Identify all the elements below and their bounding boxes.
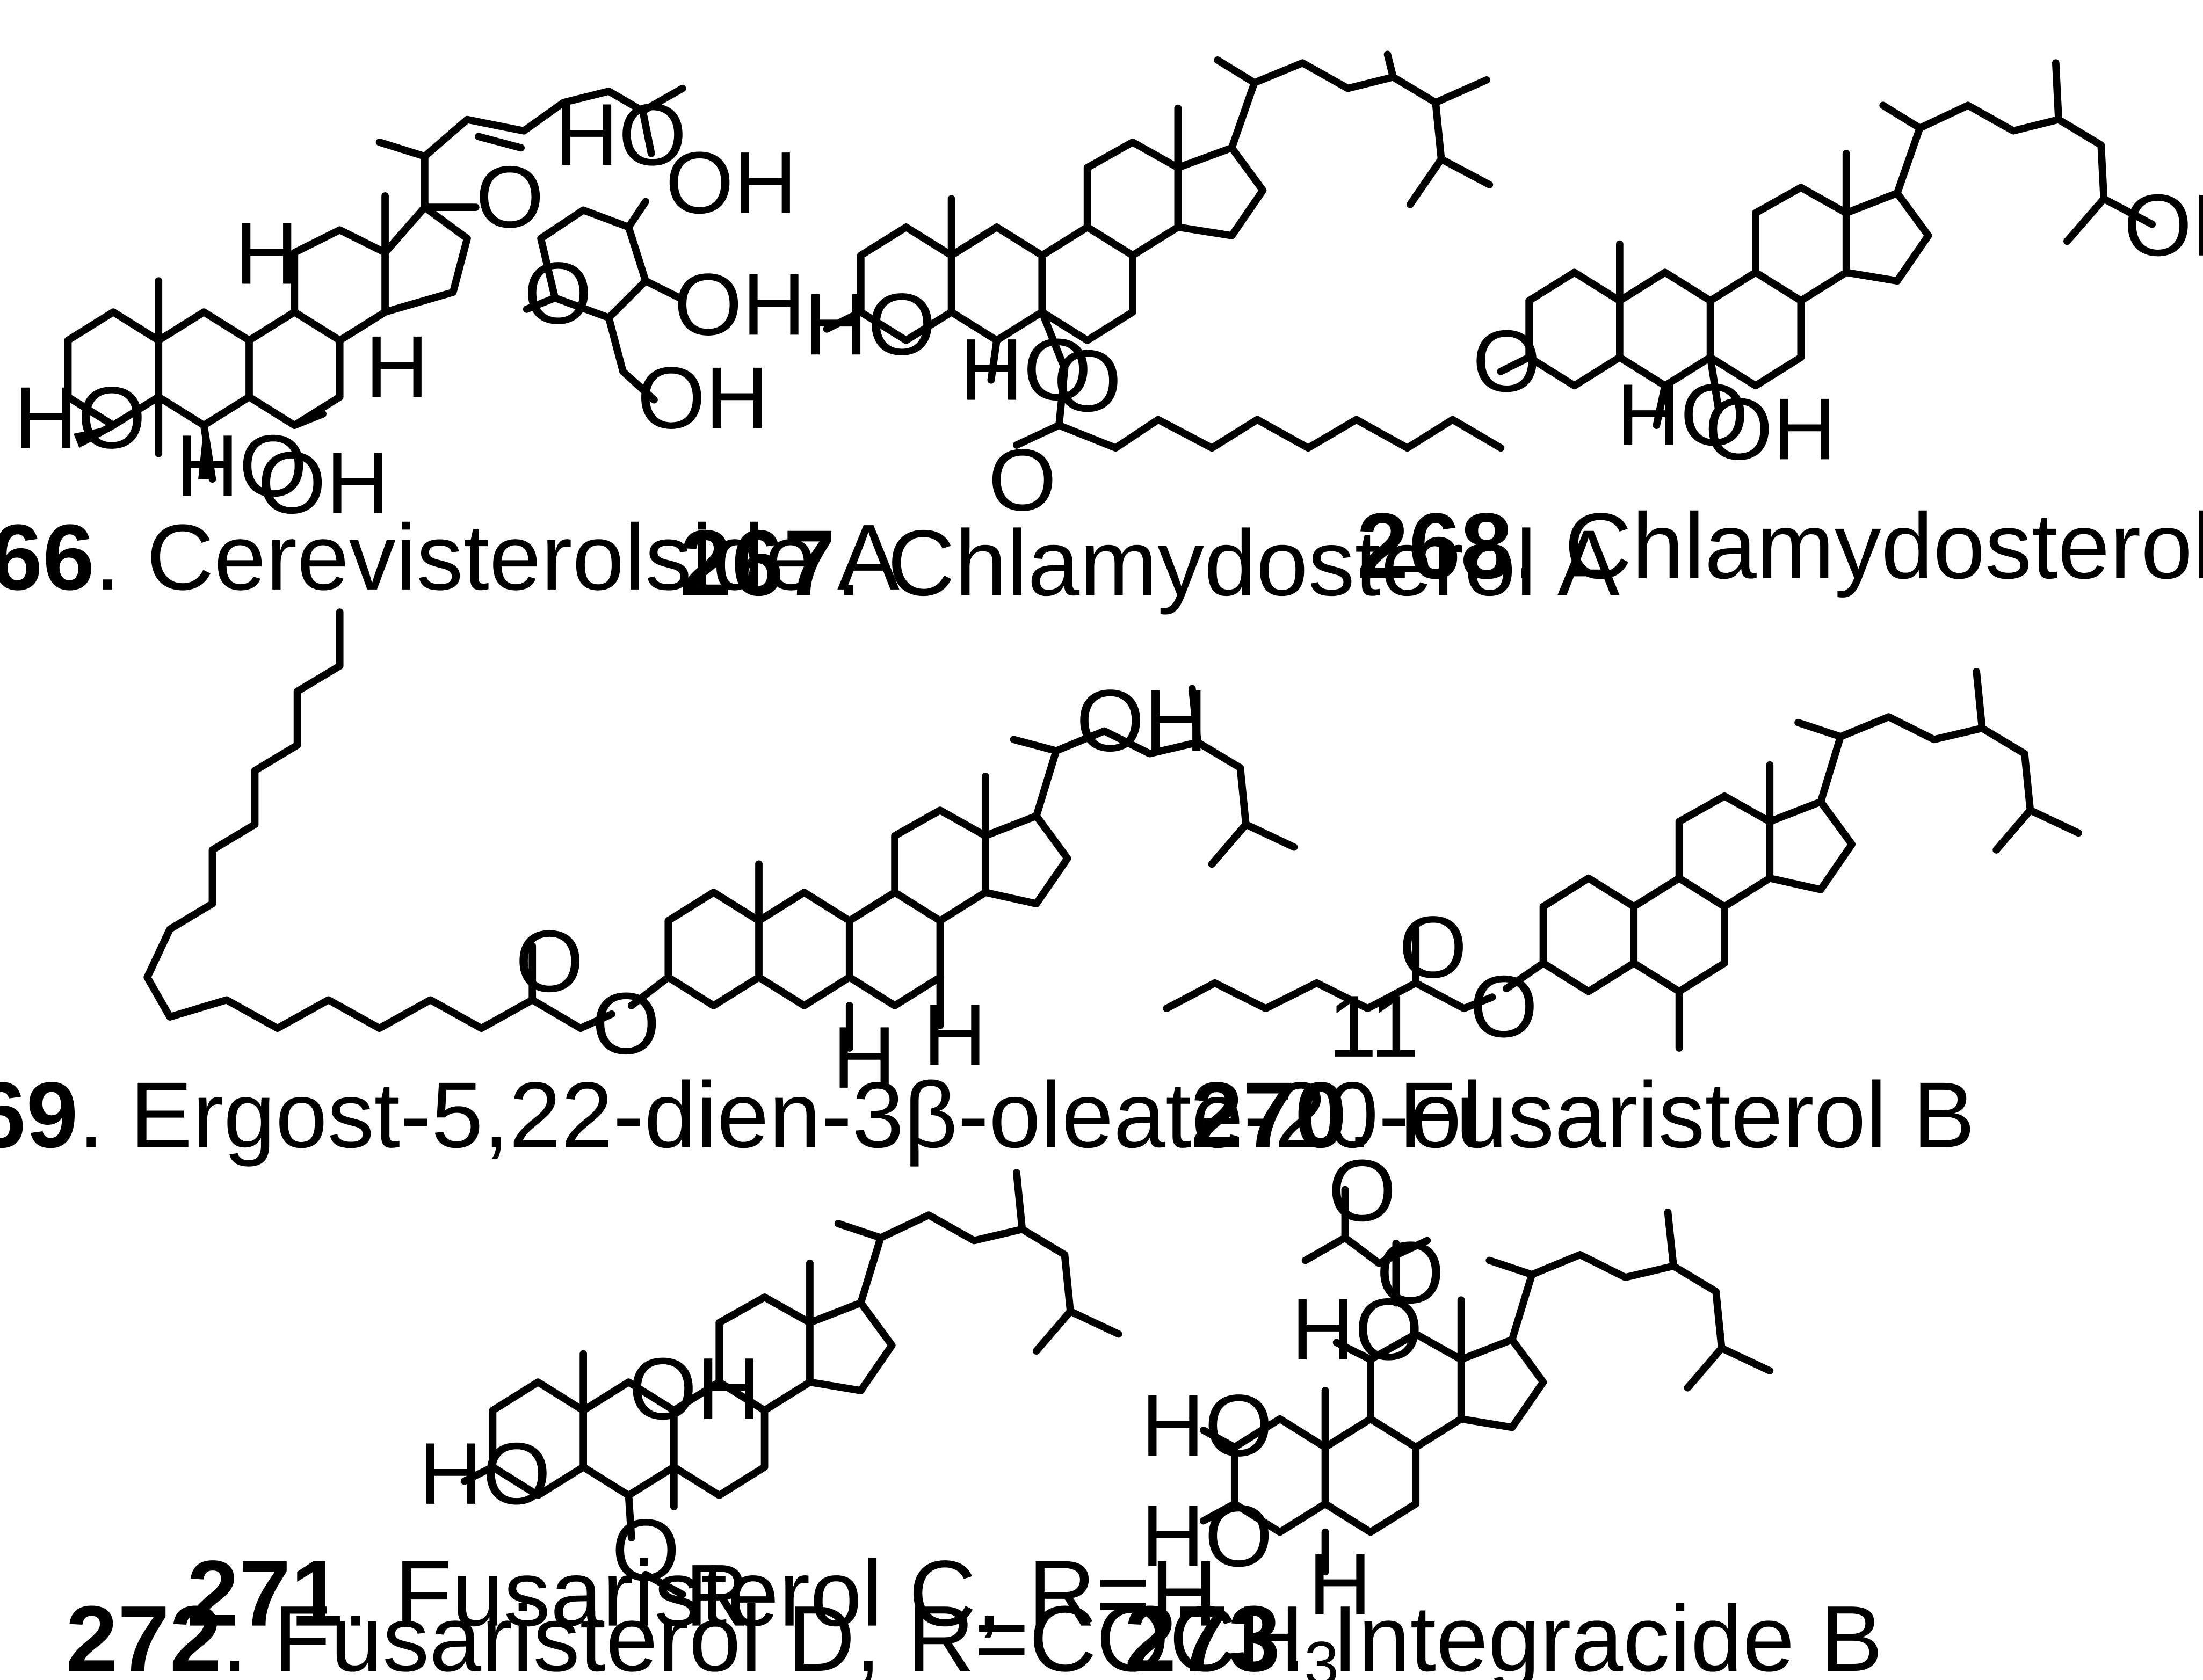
compound-name: . Fusaristerol C, R=H [343,1541,1218,1646]
compound-name: . Fusaristerol D, R=COCH [222,1586,1305,1680]
atom-label: HO [14,368,146,467]
atom-label: O [988,431,1056,529]
atom-label: O [612,1501,680,1599]
atom-label: R [685,1546,749,1645]
atom-label: OH [674,255,806,353]
compound-name: . Chlamydosterol A [836,510,1620,615]
caption-271: 271. Fusaristerol C, R=H [187,1541,1218,1646]
atom-label: HO [804,275,936,373]
structure-269: O O H H OH 269. Ergost-5,22-dien-3β-olea… [0,608,1482,1167]
caption-272: 272. Fusaristerol D, R=COCH3 [66,1586,1339,1680]
compound-number: 272 [66,1586,221,1680]
caption-270: 270. Fusaristerol B [1191,1063,1975,1167]
atom-label: HO [1141,1376,1273,1474]
caption-266: 266. Cerevisterolside A [0,505,900,609]
caption-269: 269. Ergost-5,22-dien-3β-oleate-20-ol [0,1063,1482,1167]
caption-268: 268. Chlamydosterol B [1357,493,2203,598]
compound-number: 266 [0,505,95,609]
atom-label: OH [665,134,797,232]
atom-label: O [524,244,592,342]
atom-label: H [235,204,299,302]
atom-label: HO [1141,1487,1273,1585]
compound-name: . Ergost-5,22-dien-3β-oleate-20-ol [78,1063,1482,1167]
caption-267: 267. Chlamydosterol A [679,510,1619,615]
atom-label: O [476,148,544,246]
caption-273: 273. Integracide B [1125,1586,1883,1680]
atom-label: O [1399,898,1467,996]
compound-name: . Integracide B [1280,1586,1883,1680]
atom-label: O [1328,1141,1396,1240]
atom-label: OH [628,1340,760,1438]
structure-268: O HO OH OH 268. Chlamydosterol B [1357,59,2203,598]
atom-label: H [1308,1535,1372,1633]
compound-name: . Cerevisterolside A [95,505,900,609]
atom-label: OH [1705,380,1836,478]
atom-label: H [832,1008,896,1107]
atom-label: HO [1291,1280,1423,1378]
structure-273: O O HO HO HO H 273. Integracide B [1125,1141,1883,1680]
compound-number: 267 [679,510,835,615]
atom-label: O [1473,312,1541,410]
compound-number: 273 [1125,1586,1280,1680]
compound-number: 270 [1191,1063,1346,1167]
atom-label: H [365,317,429,416]
atom-label: HO [176,417,307,515]
chain-count: 11 [1328,977,1419,1075]
compound-number: 269 [0,1063,78,1167]
atom-label: OH [2124,176,2203,274]
atom-label: O [1053,332,1121,430]
atom-label: OH [637,348,769,447]
atom-label: OH [258,434,389,532]
atom-label: HO [1617,366,1749,464]
atom-label: HO [419,1424,550,1523]
atom-label: HO [555,85,686,184]
atom-label: O [592,974,660,1073]
compound-number: 268 [1357,493,1512,598]
atom-label: OH [1076,671,1208,769]
compound-name: . Fusaristerol B [1347,1063,1975,1167]
atom-label: O [1376,1224,1444,1322]
atom-label: HO [960,321,1091,419]
compound-name-subscript: 3 [1304,1628,1339,1680]
structure-266: HO HO OH H H O O HO OH OH OH 266. Cerevi… [0,84,900,609]
atom-label: O [1469,957,1538,1056]
compound-number: 271 [187,1541,343,1646]
compound-name: . Chlamydosterol B [1512,493,2203,598]
structure-270: 11 O O 270. Fusaristerol B [1163,667,2082,1167]
structure-267: HO HO O O 267. Chlamydosterol A [679,50,1620,615]
structure-271-272: HO OH O R 271. Fusaristerol C, R=H 272. … [66,1169,1339,1680]
atom-label: O [516,912,584,1010]
atom-label: H [923,986,987,1084]
